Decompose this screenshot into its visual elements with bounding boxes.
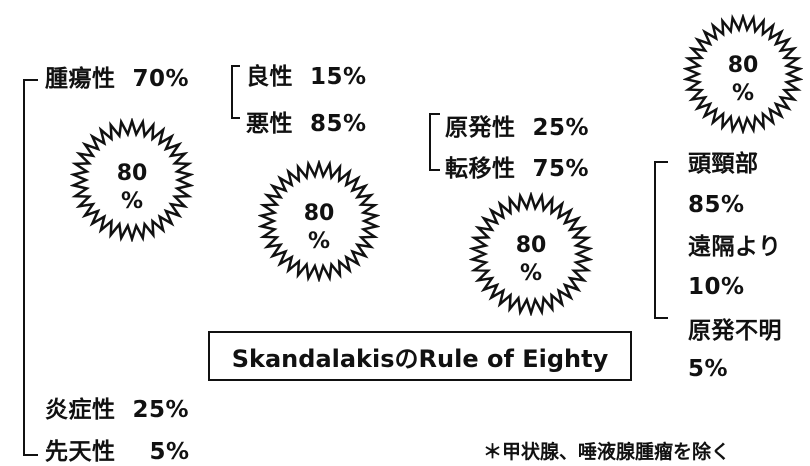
distant-pct: 10% [688, 274, 745, 300]
metastatic-origin-bracket [654, 161, 668, 319]
starburst-1-label: 80 % [70, 160, 194, 215]
malignant-sub-bracket [429, 113, 440, 171]
starburst-outline [683, 14, 803, 134]
unknown-origin-label: 原発不明 [688, 318, 782, 344]
metastatic-pct: 75% [532, 156, 590, 182]
benign-node: 良性 15% [246, 66, 367, 89]
starburst-outline [70, 118, 194, 242]
footnote: ＊甲状腺、唾液腺腫瘤を除く [483, 441, 731, 463]
starburst-2-label: 80 % [258, 200, 380, 255]
metastatic-node: 転移性 75% [445, 158, 589, 181]
benign-pct: 15% [310, 64, 367, 90]
starburst-2 [258, 160, 380, 282]
primary-pct: 25% [532, 115, 590, 141]
starburst-outline [258, 160, 380, 282]
primary-node: 原発性 25% [445, 117, 589, 140]
starburst-4-unit: % [731, 80, 755, 106]
benign-label: 良性 [246, 64, 293, 90]
tumor-pct: 70% [132, 66, 190, 92]
head-neck-label: 頭頸部 [688, 151, 759, 177]
starburst-4-value: 80 [727, 53, 759, 78]
diagram-title: SkandalakisのRule of Eighty [231, 344, 609, 373]
inflammatory-pct: 25% [132, 397, 190, 423]
starburst-3-unit: % [519, 260, 543, 286]
malignant-node: 悪性 85% [246, 113, 367, 136]
starburst-2-unit: % [307, 228, 331, 254]
title-box: SkandalakisのRule of Eighty [208, 331, 632, 381]
starburst-2-value: 80 [303, 201, 335, 226]
starburst-1-unit: % [120, 188, 144, 214]
tumor-node: 腫瘍性 70% [45, 68, 189, 91]
malignant-label: 悪性 [246, 111, 293, 137]
inflammatory-node: 炎症性 25% [45, 399, 189, 422]
congenital-node: 先天性 5% [45, 441, 190, 464]
starburst-4 [683, 14, 803, 134]
unknown-origin-pct: 5% [688, 356, 729, 382]
head-neck-pct: 85% [688, 192, 745, 218]
primary-label: 原発性 [445, 115, 516, 141]
starburst-outline [469, 192, 593, 316]
inflammatory-label: 炎症性 [45, 397, 116, 423]
malignant-pct: 85% [310, 111, 367, 137]
starburst-4-label: 80 % [683, 52, 803, 107]
starburst-3-label: 80 % [469, 232, 593, 287]
starburst-1 [70, 118, 194, 242]
tumor-sub-bracket [231, 65, 240, 119]
congenital-label: 先天性 [45, 439, 116, 465]
starburst-1-value: 80 [116, 161, 148, 186]
distant-label: 遠隔より [688, 234, 782, 260]
metastatic-label: 転移性 [445, 156, 516, 182]
starburst-3 [469, 192, 593, 316]
congenital-pct: 5% [149, 439, 190, 465]
tumor-label: 腫瘍性 [45, 66, 116, 92]
main-bracket [23, 79, 38, 456]
starburst-3-value: 80 [515, 233, 547, 258]
